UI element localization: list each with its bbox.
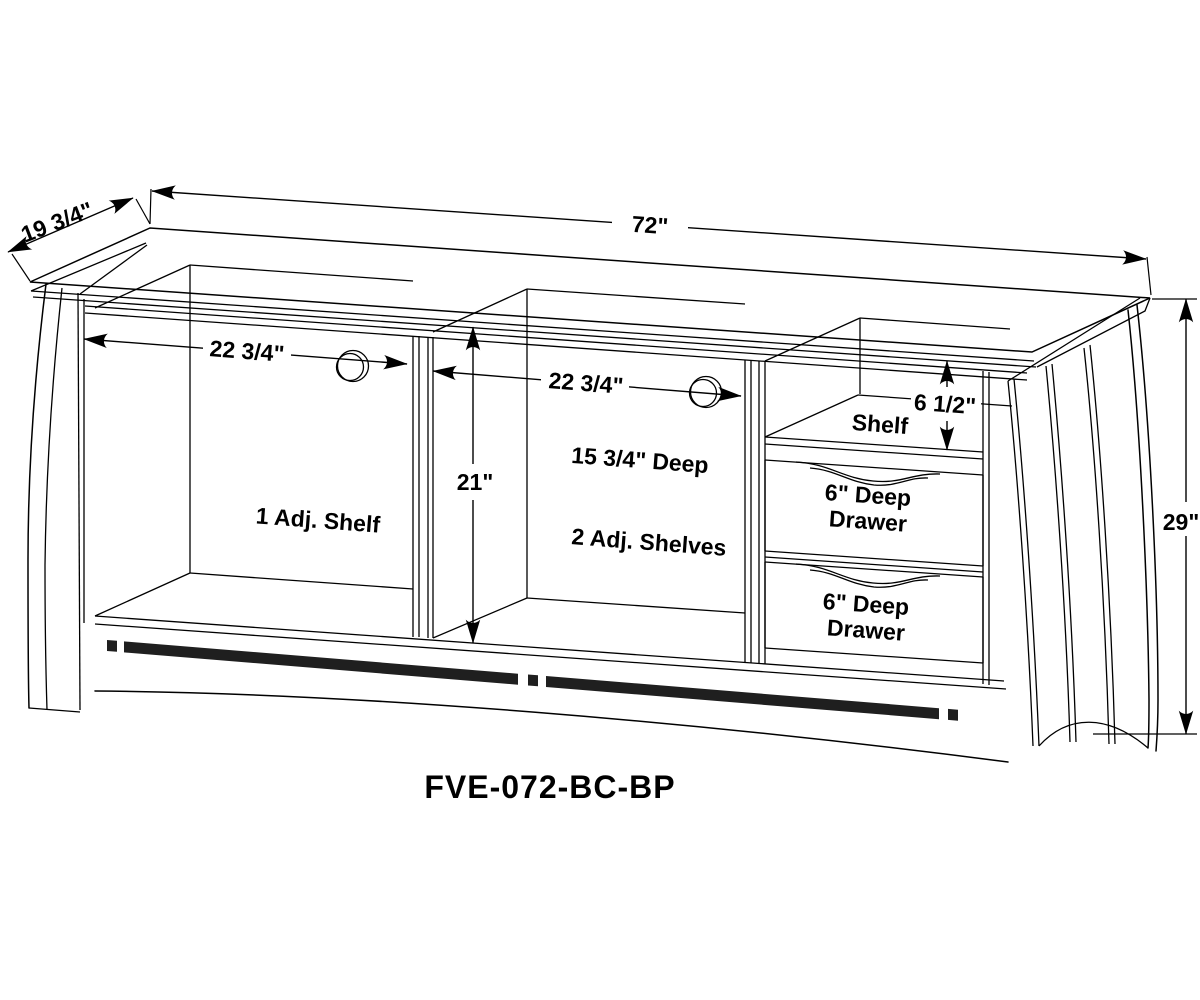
base-rail-inlay <box>107 640 958 721</box>
right-shelf-label: Shelf <box>851 409 909 439</box>
inlay-square-3 <box>948 708 958 721</box>
dimension-depth <box>7 197 151 282</box>
interior-depth-label: 15 3/4" Deep <box>570 442 709 478</box>
tabletop-left-underside-edge <box>30 242 147 292</box>
left-backwall-top-edge <box>189 264 414 282</box>
drawer-upper-pull-cutout <box>795 461 941 483</box>
divider-center-right <box>744 360 766 664</box>
dimension-width-extension-left <box>149 188 152 225</box>
inlay-square-2 <box>528 674 538 687</box>
center-ceiling-depth-edge <box>432 288 528 333</box>
right-panel-inner-edge-2 <box>1013 378 1040 747</box>
left-compartment-label: 1 Adj. Shelf <box>255 502 381 537</box>
drawer-rail-edge <box>764 556 984 573</box>
left-panel-inner-curve <box>44 287 63 711</box>
left-panel-top-depth-edge <box>79 244 148 295</box>
inlay-strip-2 <box>546 676 939 720</box>
shelf-left-depth-edge <box>764 394 859 438</box>
right-panel-slat-1a <box>1045 365 1071 743</box>
tabletop-surface <box>29 227 1151 353</box>
dimension-center-opening-label: 22 3/4" <box>548 367 625 399</box>
center-floor-depth-edge <box>432 597 528 639</box>
right-panel-outer-edge-inner <box>1127 309 1150 749</box>
inlay-strip-1 <box>124 641 518 685</box>
base-rail <box>94 615 1009 763</box>
upper-drawer-label-line2: Drawer <box>828 505 908 536</box>
inlay-square-1 <box>107 640 117 652</box>
shelf-front-edge-top <box>764 436 984 453</box>
dimension-overall-height-label: 29" <box>1163 509 1200 535</box>
base-rail-top-edge <box>94 623 1007 690</box>
top-rail <box>84 305 1028 381</box>
right-panel-bottom-arch <box>1038 721 1149 749</box>
dimension-depth-extension-left <box>11 253 31 282</box>
dimension-depth-extension-right <box>135 198 151 225</box>
tabletop-edge-bevel-2 <box>32 296 1037 368</box>
left-panel-outer-curve <box>27 283 47 709</box>
dimension-shelf-opening-label: 6 1/2" <box>913 389 977 419</box>
right-panel-inner-edge <box>1007 380 1034 747</box>
floor-front-edge <box>94 615 1005 682</box>
left-foot-bottom <box>28 707 81 713</box>
right-panel-slat-1b <box>1051 363 1077 743</box>
lower-drawer-label-line1: 6" Deep <box>822 588 910 620</box>
dimension-width-label: 72" <box>631 211 669 239</box>
dimension-opening-height-label: 21" <box>457 469 494 495</box>
left-floor-back-edge <box>189 572 414 590</box>
center-floor-back-edge <box>526 597 746 614</box>
drawer-lower <box>764 561 984 664</box>
right-panel-outer-edge <box>1136 304 1159 752</box>
dimension-depth-line <box>7 197 134 253</box>
right-panel-slat-2b <box>1089 344 1116 745</box>
tabletop-right-end-bevel <box>1036 297 1151 368</box>
base-rail-arched-bottom <box>94 690 1009 763</box>
drawer-upper <box>764 459 984 567</box>
drawer-lower-pull-cutout <box>795 563 941 585</box>
left-ceiling-depth-edge <box>94 264 191 309</box>
right-ceiling-depth-edge <box>764 317 861 362</box>
dimension-width-extension-right <box>1146 256 1152 296</box>
drawer-upper-pull-cutout-inner <box>809 467 929 486</box>
right-panel-top-depth-edge <box>1007 297 1141 382</box>
model-number: FVE-072-BC-BP <box>424 769 675 805</box>
drawer-lower-pull-cutout-inner <box>809 569 929 588</box>
label-backgrounds <box>203 210 1200 536</box>
center-compartment-label: 2 Adj. Shelves <box>571 523 728 561</box>
opening-top-edge-inner <box>84 312 1028 381</box>
drawer-upper-bottom-edge <box>764 550 984 567</box>
right-side-panel <box>1007 297 1159 752</box>
tabletop-edge-bevel-1 <box>30 290 1035 362</box>
lower-drawer-label-line2: Drawer <box>826 614 906 645</box>
cable-grommet-hole-left-ring <box>335 352 365 382</box>
right-panel-slat-2a <box>1083 347 1110 745</box>
opening-top-edge-outer <box>84 305 1028 374</box>
right-backwall-top-edge <box>859 317 1011 330</box>
dimension-depth-label: 19 3/4" <box>17 196 96 247</box>
upper-drawer-label-line1: 6" Deep <box>824 479 912 511</box>
shelf-front-edge-bottom <box>764 443 984 460</box>
drawer-lower-bottom-edge <box>764 647 984 664</box>
left-compartment <box>94 264 414 617</box>
divider-left-center <box>412 336 434 638</box>
left-stile-outer-edge <box>77 292 81 711</box>
tabletop <box>29 227 1151 368</box>
right-compartment <box>764 317 1013 685</box>
left-floor-depth-edge <box>94 572 191 617</box>
center-backwall-top-edge <box>526 288 746 305</box>
dimension-left-opening-label: 22 3/4" <box>209 335 286 367</box>
